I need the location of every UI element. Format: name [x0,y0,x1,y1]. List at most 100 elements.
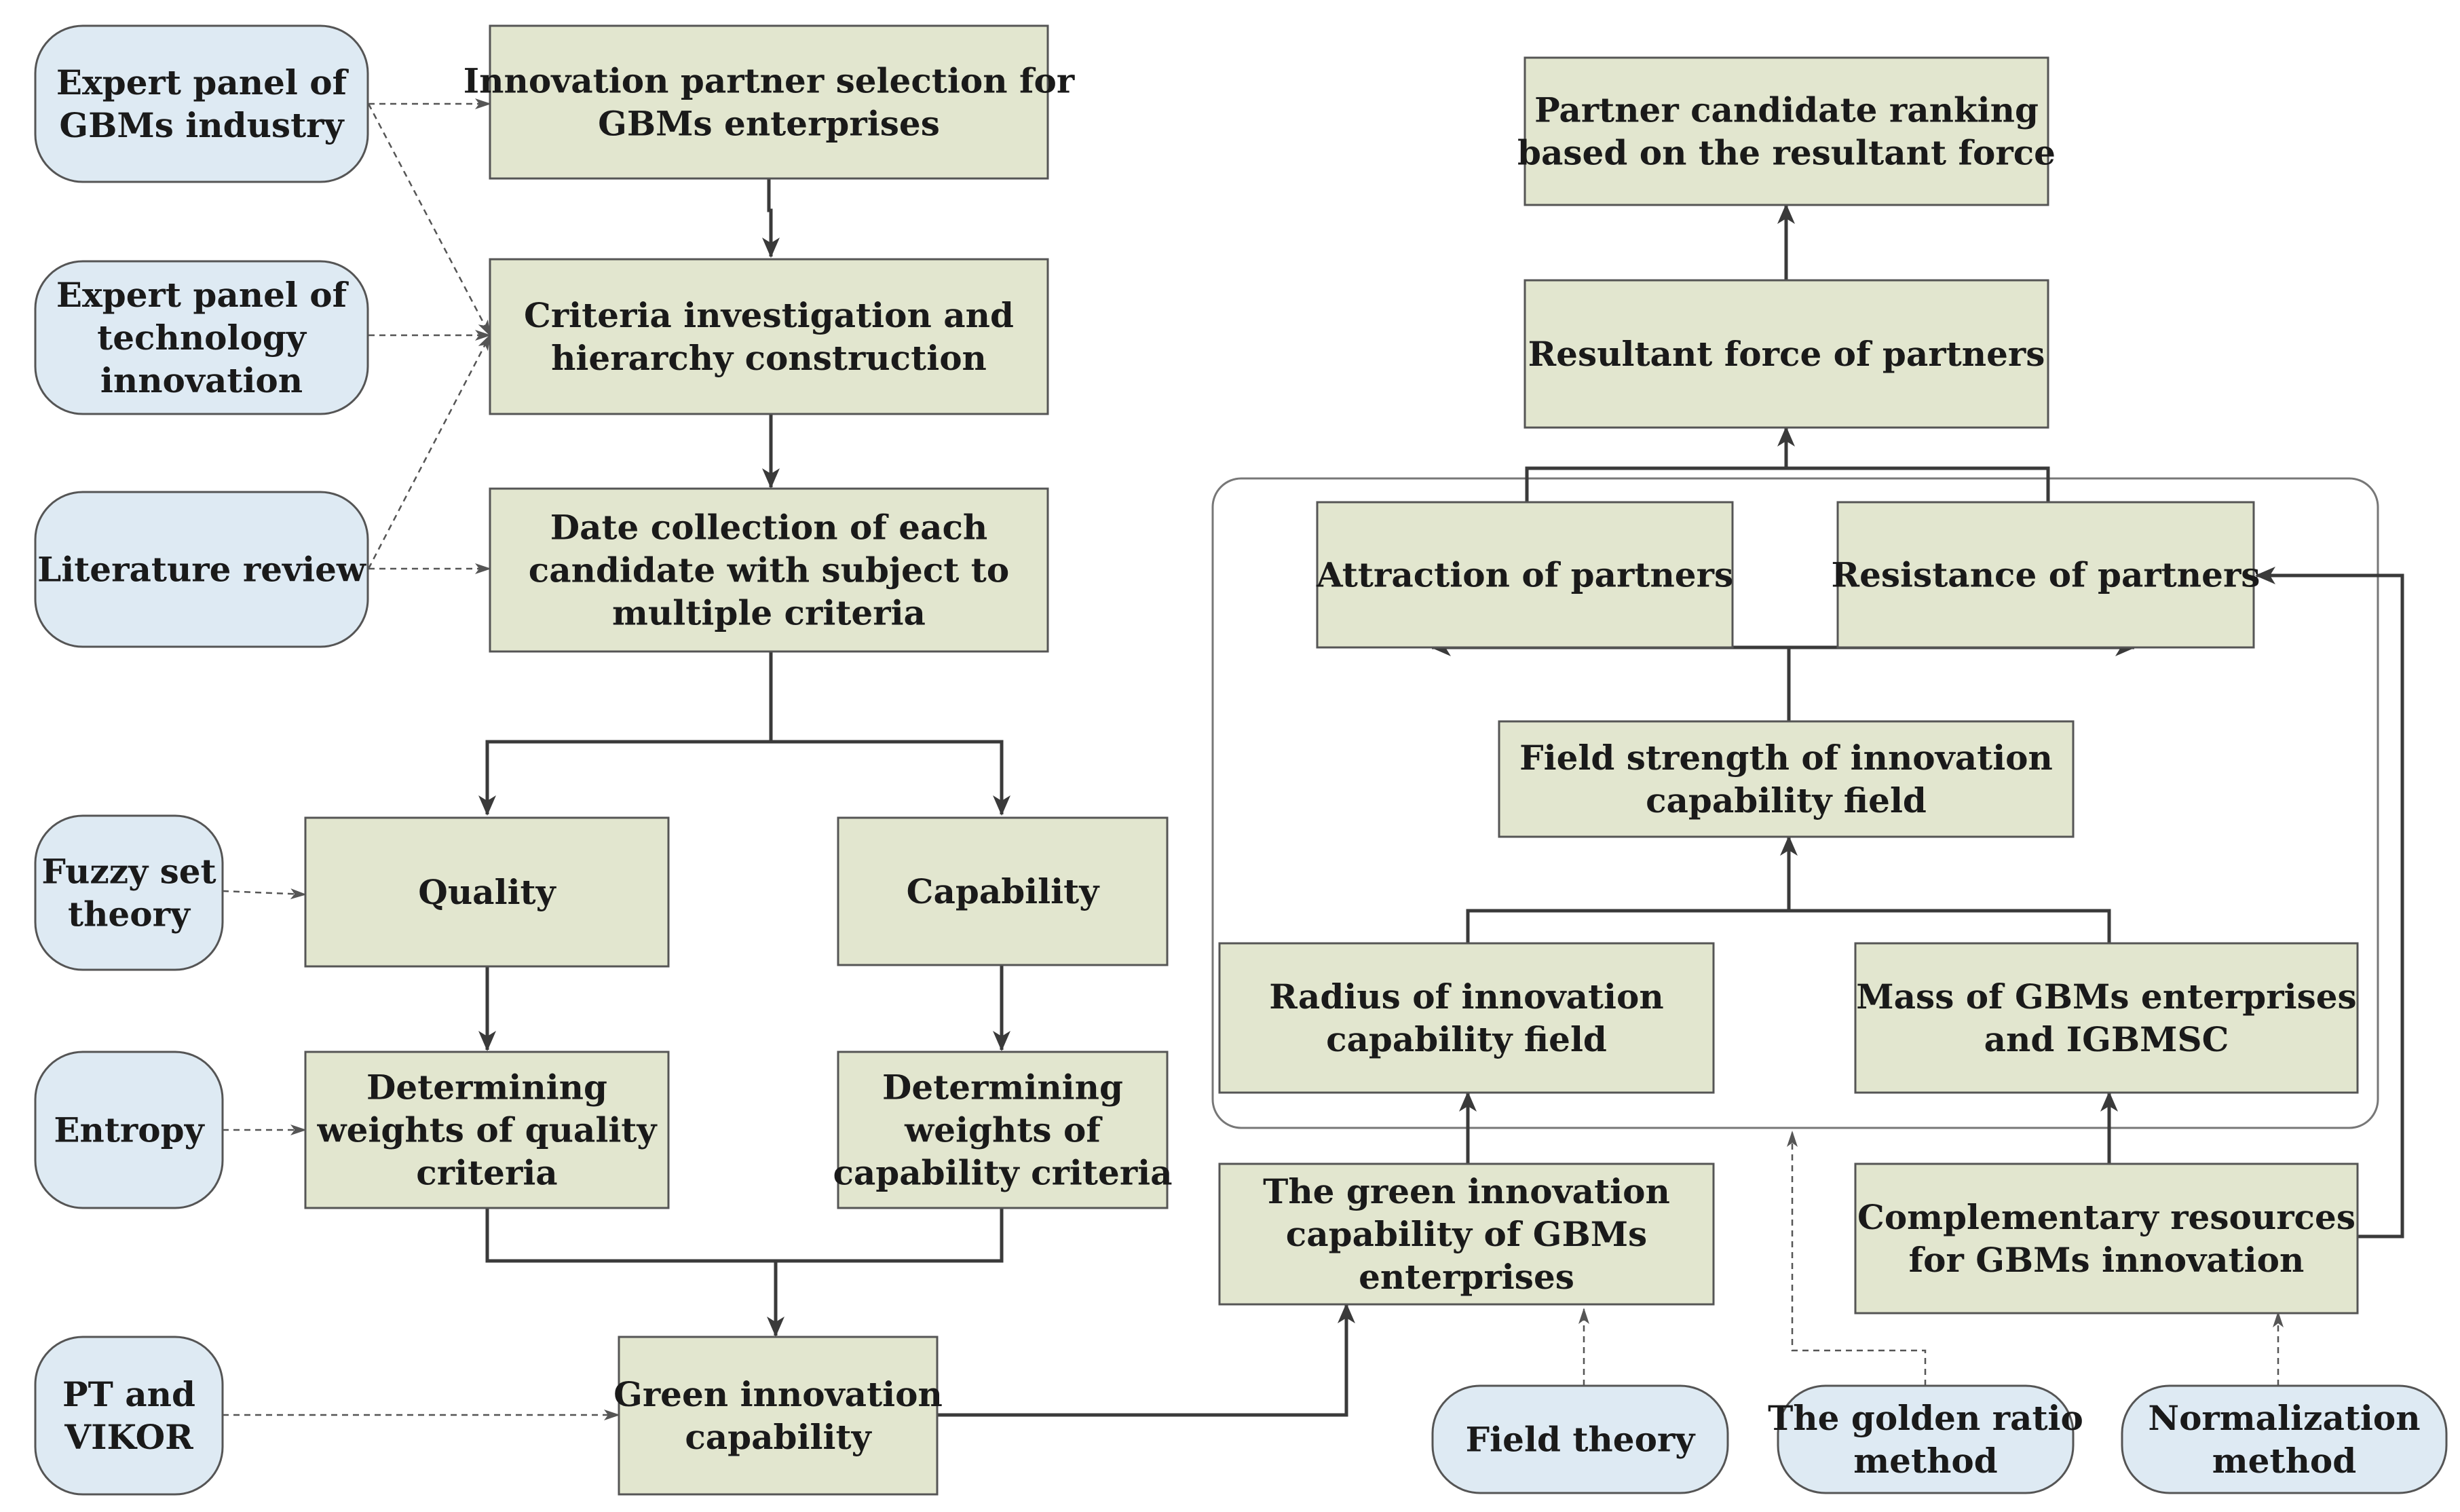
node-label-line: Mass of GBMs enterprises [1856,977,2356,1017]
node-label-line: criteria [416,1153,557,1193]
node-label-line: Determining [366,1067,607,1108]
node-label-line: Field strength of innovation [1519,738,2053,778]
node-box [1524,279,2049,429]
node-label-line: The golden ratio [1768,1398,2083,1438]
node-label-line: GBMs industry [59,105,345,145]
node-box [34,491,369,648]
node-label-line: Entropy [54,1110,205,1150]
node-box [1218,1163,1715,1306]
node-label-line: enterprises [1359,1257,1574,1297]
node-label-line: Green innovation [613,1374,943,1414]
node-box [489,258,1049,415]
node-box [304,816,670,968]
node-label-line: Date collection of each [550,508,988,548]
node-label-line: multiple criteria [612,593,926,633]
node-label-line: candidate with subject to [529,550,1009,590]
node-box [304,1051,670,1209]
node-label-line: Field theory [1466,1420,1697,1460]
node-resultant: Resultant force of partners [1524,279,2049,429]
node-label-line: capability field [1326,1019,1607,1059]
node-box [1777,1384,2075,1494]
node-box [34,1336,224,1496]
arrow-weights-to-green [485,1208,1004,1263]
arrow-green-to-gbms [937,1303,1355,1417]
node-label-line: Attraction of partners [1316,555,1733,595]
node-label-line: theory [68,894,191,934]
node-capability: Capability [837,816,1169,966]
arrow-ar-merge [1525,466,2050,502]
node-label-line: Quality [418,872,556,912]
node-label-line: Complementary resources [1857,1197,2355,1237]
node-box [1316,501,1734,649]
node-box [2121,1384,2448,1494]
node-box [618,1336,939,1496]
node-box [1431,1384,1729,1494]
node-box [34,24,369,183]
node-label-line: Criteria investigation and [524,295,1014,335]
node-label-line: Fuzzy set [41,852,216,892]
node-box [837,1051,1169,1209]
node-label-line: PT and [62,1374,195,1414]
node-resistance: Resistance of partners [1832,501,2260,649]
node-label-line: and IGBMSC [1984,1019,2229,1059]
node-label-line: The green innovation [1263,1171,1670,1211]
node-box [34,260,369,415]
dash-expert-gbms-to-criteria [367,103,491,337]
node-box [1854,1163,2359,1315]
node-label-line: Resistance of partners [1832,555,2260,595]
node-label-line: Expert panel of [56,62,349,102]
node-label-line: capability of GBMs [1286,1214,1647,1254]
node-label-line: Normalization [2148,1398,2420,1438]
field-model-container [1211,477,2379,1129]
node-box [489,24,1049,180]
node-label-line: GBMs enterprises [598,104,940,144]
dash-fuzzy-to-quality [222,888,307,900]
node-box [837,816,1169,966]
node-label-line: based on the resultant force [1517,133,2056,173]
arrow-radius-mass-merge [1466,909,2111,943]
node-label-line: weights of [904,1110,1103,1150]
node-label-line: method [1853,1441,1997,1481]
node-label-line: Resultant force of partners [1528,334,2045,374]
dash-literature-to-criteria [367,334,491,569]
arrow-date-to-capability [771,740,1010,816]
node-label-line: Partner candidate ranking [1534,90,2039,130]
node-box [1498,720,2075,838]
node-box [1524,56,2049,206]
node-label-line: Literature review [37,550,367,590]
node-label-line: weights of quality [317,1110,658,1150]
node-label-line: Determining [882,1067,1123,1108]
node-label-line: capability field [1646,780,1927,820]
arrow-date-to-quality [478,651,773,816]
node-box [1218,942,1715,1094]
dash-golden-to-container [1787,1131,1927,1386]
arrow-partner-to-criteria [762,178,780,258]
node-box [1854,942,2359,1094]
node-label-line: innovation [100,360,303,400]
node-label-line: method [2212,1441,2356,1481]
dashed-connectors [222,98,2284,1420]
node-label-line: capability [685,1417,872,1457]
node-label-line: technology [97,318,307,358]
node-quality: Quality [304,816,670,968]
